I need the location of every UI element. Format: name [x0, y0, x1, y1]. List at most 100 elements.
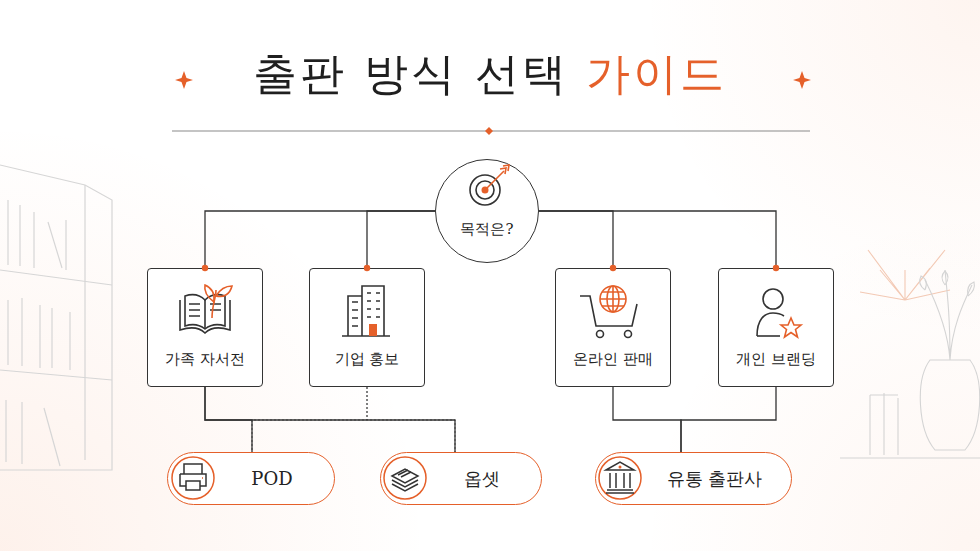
node-label: 유통 출판사 — [646, 453, 783, 504]
vase-sketch — [920, 271, 975, 296]
node-label: 기업 홍보 — [310, 350, 424, 369]
vase-sketch — [860, 250, 950, 300]
building-icon — [352, 302, 358, 326]
person-star-icon — [763, 289, 783, 309]
book-plant-icon — [216, 286, 232, 297]
vase-sketch — [870, 393, 898, 455]
vase-sketch — [920, 360, 979, 450]
cart-globe-icon — [607, 286, 619, 312]
paper-stack-icon — [398, 470, 411, 477]
cart-globe-icon — [600, 286, 626, 312]
printer-icon — [202, 477, 203, 479]
bank-icon — [619, 466, 622, 469]
purpose-box: 온라인 판매 — [555, 268, 671, 387]
printer-icon — [186, 481, 200, 490]
connector-line — [613, 387, 681, 452]
node-label: 옵셋 — [431, 453, 533, 504]
person-star-icon — [781, 318, 801, 337]
connector-line — [205, 387, 252, 452]
bookshelf-sketch — [84, 185, 85, 460]
title-rule — [485, 127, 493, 135]
junction-dot — [773, 265, 779, 271]
bookshelf-sketch — [0, 270, 112, 285]
connector-line — [252, 387, 367, 452]
book-plant-icon — [204, 300, 206, 329]
paper-stack-icon — [384, 457, 426, 499]
title-text: 출판 방식 선택 가이드 — [253, 44, 727, 104]
target-icon — [482, 187, 489, 194]
building-icon — [342, 286, 390, 336]
bookshelf-sketch — [0, 165, 112, 470]
target-icon — [500, 165, 509, 174]
connector-line — [539, 211, 613, 268]
bank-icon — [599, 457, 641, 499]
method-pill: POD — [167, 452, 335, 505]
building-icon — [369, 324, 377, 336]
target-icon — [470, 175, 500, 205]
bookshelf-sketch — [0, 370, 112, 380]
target-icon — [470, 165, 509, 205]
vase-sketch — [840, 250, 980, 458]
node-label: 가족 자서전 — [148, 350, 262, 369]
bookshelf-sketch — [8, 200, 66, 270]
sparkle — [175, 71, 193, 89]
vase-sketch — [925, 270, 972, 360]
cart-globe-icon — [580, 296, 637, 326]
junction-dot — [610, 265, 616, 271]
printer-icon — [172, 457, 214, 499]
node-label: 목적은? — [436, 220, 538, 239]
node-label: POD — [218, 453, 326, 504]
title-rule — [172, 127, 810, 135]
title-rule — [172, 130, 810, 131]
person-star-icon — [757, 289, 801, 337]
sparkle — [793, 71, 811, 89]
connector-line — [367, 387, 455, 452]
node-label: 온라인 판매 — [556, 350, 670, 369]
paper-stack-icon — [384, 457, 426, 499]
bookshelf-sketch — [6, 400, 60, 466]
purpose-box: 개인 브랜딩 — [718, 268, 834, 387]
purpose-box: 가족 자서전 — [147, 268, 263, 387]
book-plant-icon — [185, 295, 225, 329]
question-circle: 목적은? — [435, 159, 539, 263]
building-icon — [342, 286, 390, 336]
purpose-box: 기업 홍보 — [309, 268, 425, 387]
method-pill: 유통 출판사 — [595, 452, 792, 505]
book-plant-icon — [180, 285, 232, 333]
person-star-icon — [757, 335, 780, 337]
node-label: 개인 브랜딩 — [719, 350, 833, 369]
bank-icon — [610, 473, 630, 488]
junction-dot — [202, 265, 208, 271]
cart-globe-icon — [625, 331, 632, 338]
connector-line — [539, 211, 776, 268]
sparkle — [175, 71, 811, 89]
book-plant-icon — [205, 285, 214, 302]
bookshelf-sketch — [0, 165, 112, 470]
bank-icon — [599, 457, 641, 499]
connector-line — [205, 211, 435, 268]
bookshelf-sketch — [8, 298, 70, 370]
printer-icon — [180, 464, 206, 486]
cart-globe-icon — [597, 331, 604, 338]
printer-icon — [172, 457, 214, 499]
paper-stack-icon — [392, 469, 418, 491]
cart-globe-icon — [580, 286, 637, 338]
book-plant-icon — [180, 300, 230, 333]
connector-line — [205, 387, 455, 452]
target-icon — [476, 181, 494, 199]
junction-dot — [202, 265, 779, 271]
target-icon — [485, 171, 504, 190]
connector-line — [367, 211, 435, 268]
junction-dot — [364, 265, 370, 271]
book-plant-icon — [189, 304, 221, 316]
person-star-icon — [757, 313, 784, 336]
connector-line — [681, 387, 776, 452]
building-icon — [367, 293, 380, 317]
cart-globe-icon — [600, 286, 626, 312]
book-plant-icon — [212, 290, 216, 318]
method-pill: 옵셋 — [380, 452, 542, 505]
bank-icon — [606, 462, 634, 493]
cart-globe-icon — [600, 286, 626, 312]
title-row: 출판 방식 선택 가이드 — [0, 44, 980, 104]
